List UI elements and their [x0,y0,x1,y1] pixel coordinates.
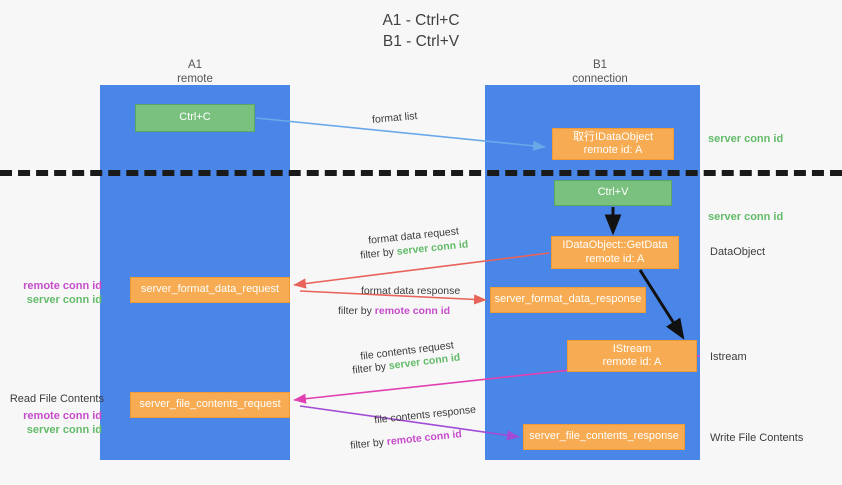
title-line-1: A1 - Ctrl+C [382,12,460,29]
label-server-conn-id-top: server conn id [708,133,784,145]
lane-a1-sub: remote [177,73,213,85]
label-server-conn-id: server conn id [26,294,102,306]
arrow-getdata-istream [638,269,685,340]
arrow-format-data-response [299,290,487,305]
box-server-file-contents-request[interactable]: server_file_contents_request [130,392,290,418]
lane-header-b1: B1 connection [535,58,665,86]
box-idataobject-line2: remote id: A [583,144,643,156]
label-read-file-contents: Read File Contents [9,393,104,405]
label-write-file-contents: Write File Contents [710,432,804,444]
lane-b1-sub: connection [572,73,628,85]
label-left-conn-ids-file: remote conn id server conn id [10,409,102,437]
label-istream: Istream [710,351,747,363]
box-file-contents-response-label: server_file_contents_response [529,430,679,443]
box-idataobject-line1: 取行IDataObject [572,130,654,143]
label-left-conn-ids-format: remote conn id server conn id [10,279,102,307]
box-getdata-line1: IDataObject::GetData [562,239,668,251]
caption-format-data-response-filter: filter by remote conn id [338,304,450,318]
label-remote-conn-id: remote conn id [23,410,102,422]
arrow-format-data-request [293,252,550,289]
box-istream-line2: remote id: A [602,356,662,368]
title-line-2: B1 - Ctrl+V [382,33,460,50]
label-dataobject: DataObject [710,246,766,258]
box-format-data-request-label: server_format_data_request [140,283,280,296]
box-idataobject-getdata[interactable]: IDataObject::GetData remote id: A [551,236,679,269]
box-file-contents-request-label: server_file_contents_request [139,398,281,411]
box-istream[interactable]: IStream remote id: A [567,340,697,372]
filter-prefix: filter by [359,245,398,262]
box-server-format-data-response[interactable]: server_format_data_response [490,287,646,313]
box-idataobject[interactable]: 取行IDataObject remote id: A [552,128,674,160]
lane-header-a1: A1 remote [135,58,255,86]
box-server-format-data-request[interactable]: server_format_data_request [130,277,290,303]
arrow-file-contents-response [299,405,520,441]
box-server-file-contents-response[interactable]: server_file_contents_response [523,424,685,450]
arrow-format-list [255,117,546,151]
page-title: A1 - Ctrl+C B1 - Ctrl+V [0,10,842,52]
box-getdata-line2: remote id: A [585,252,645,265]
label-server-conn-id-mid: server conn id [708,211,784,223]
label-server-conn-id: server conn id [26,424,102,436]
box-ctrl-v-label: Ctrl+V [597,186,629,199]
filter-prefix: filter by [349,436,388,452]
box-ctrl-c-label: Ctrl+C [179,111,211,124]
caption-format-data-response: format data response [361,285,461,297]
box-ctrl-v[interactable]: Ctrl+V [554,180,672,206]
label-remote-conn-id: remote conn id [23,280,102,292]
lane-b1-name: B1 [592,59,608,71]
box-format-data-response-label: server_format_data_response [494,293,642,306]
box-ctrl-c[interactable]: Ctrl+C [135,104,255,132]
lane-a1-name: A1 [187,59,203,71]
dashed-divider [0,170,842,176]
filter-value-remote-conn-id: remote conn id [374,305,451,317]
box-istream-line1: IStream [612,342,652,355]
filter-prefix: filter by [338,305,375,317]
